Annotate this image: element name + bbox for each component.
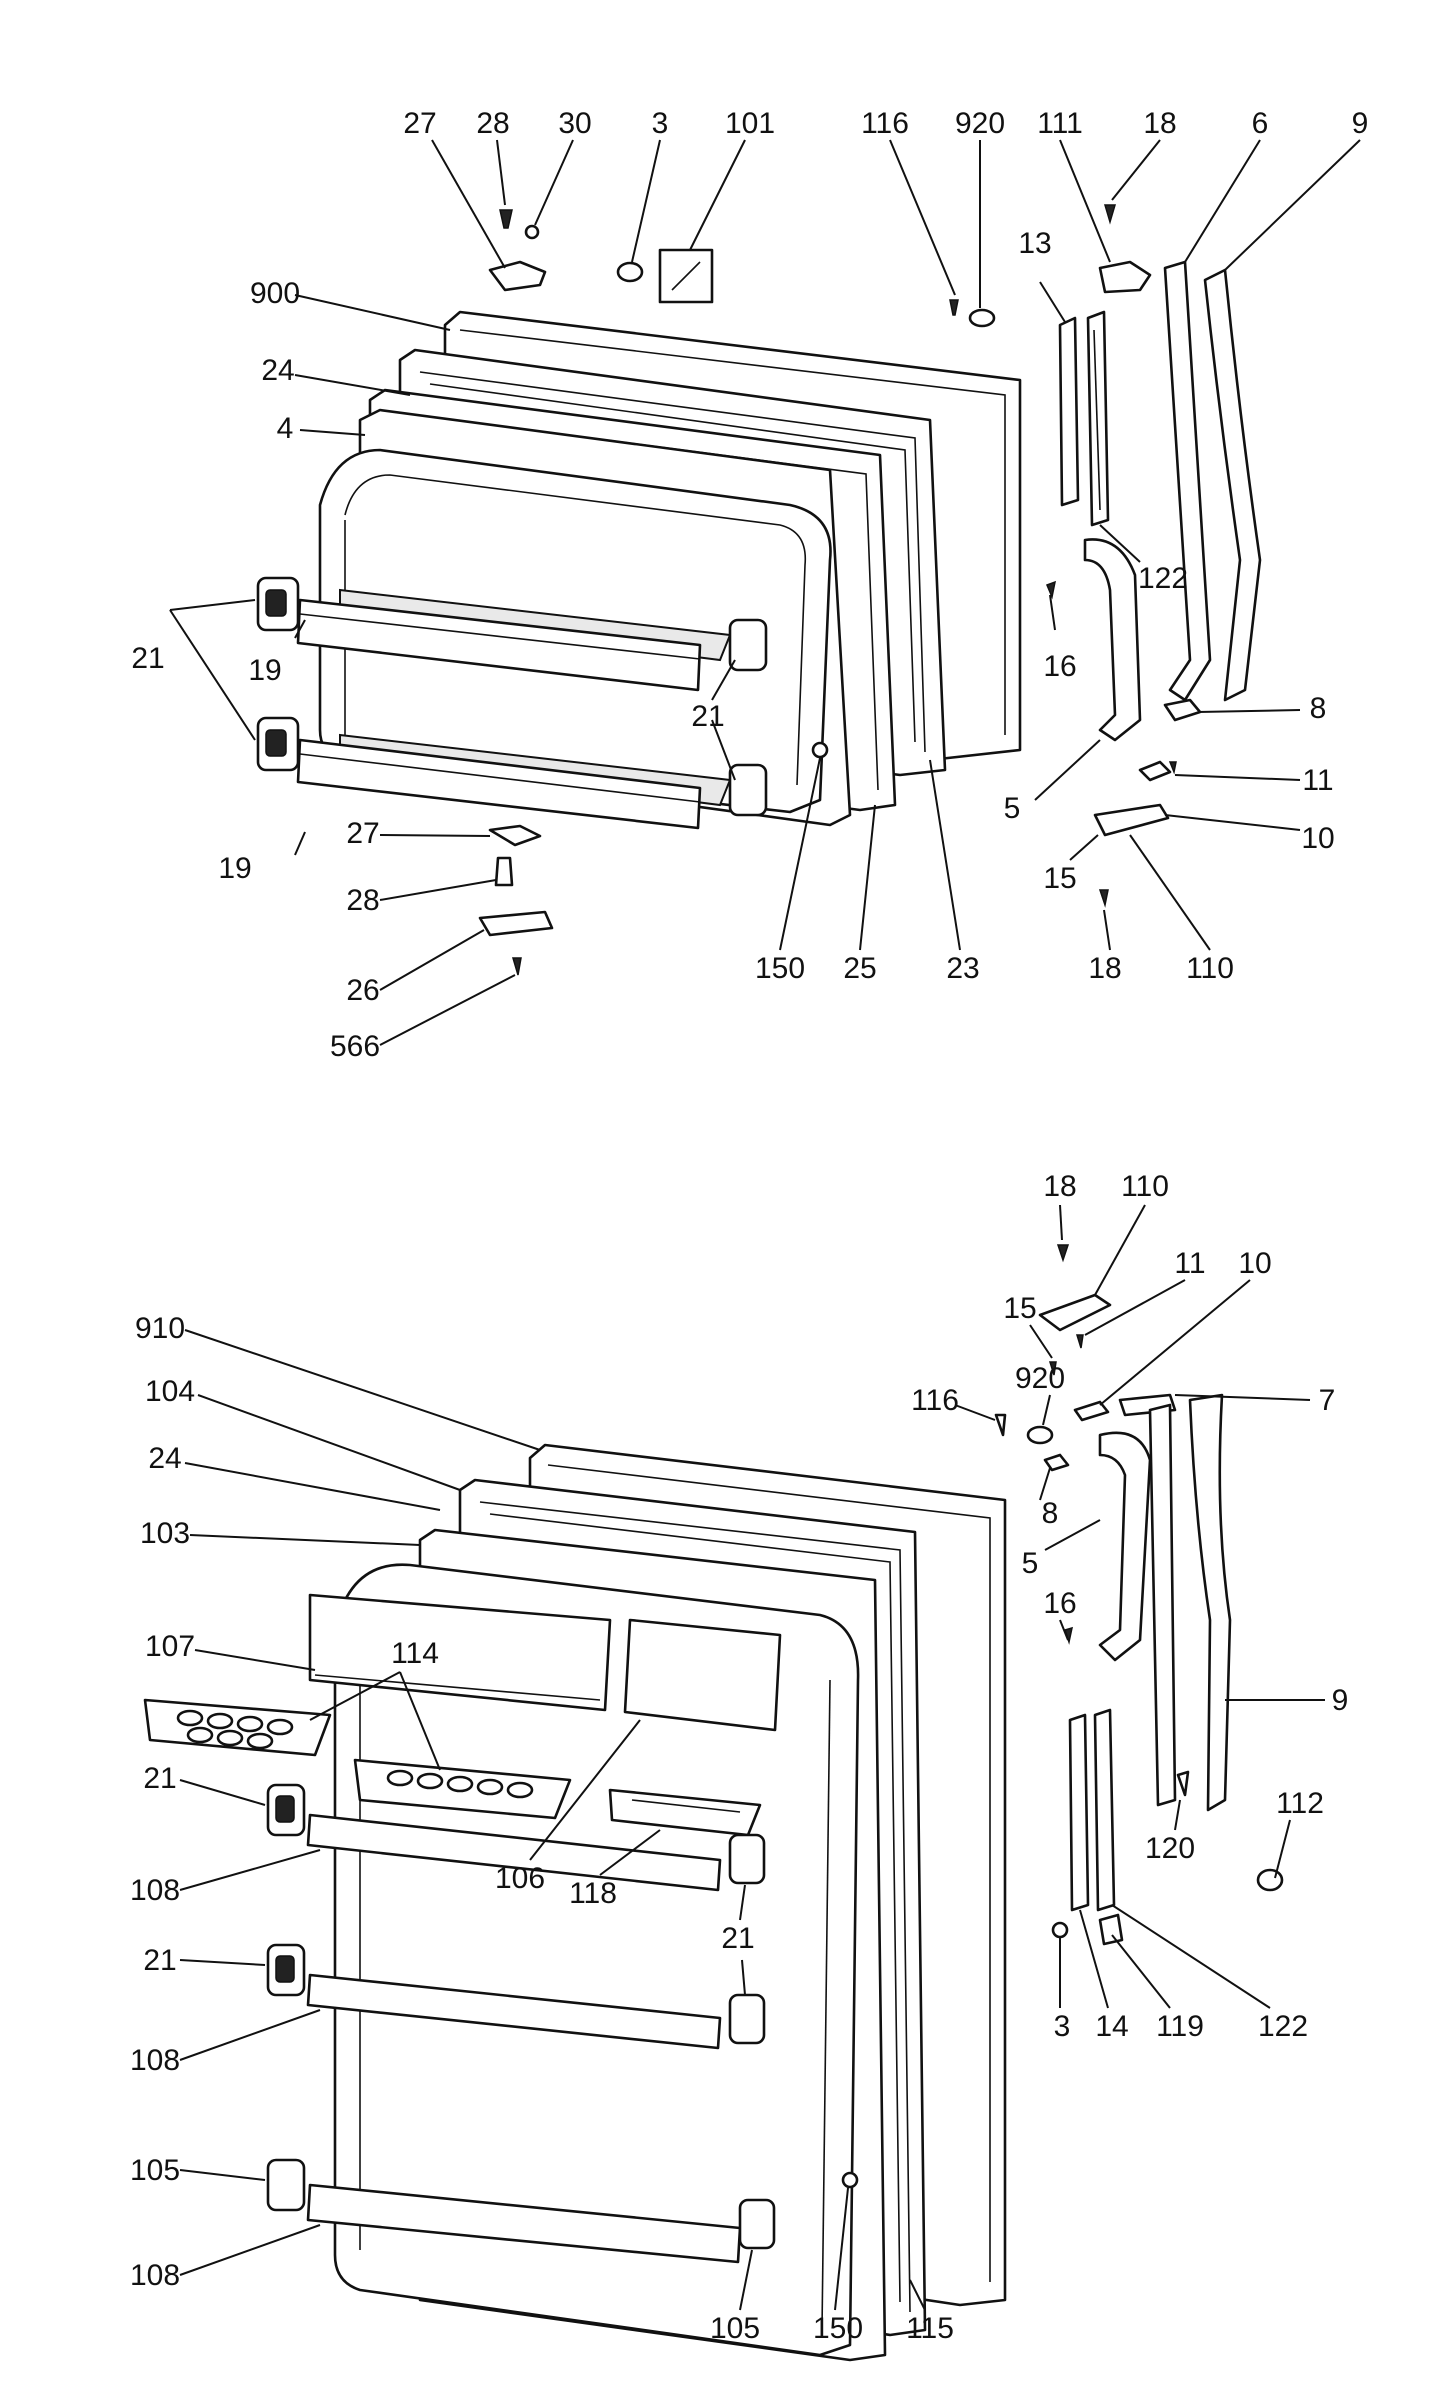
label-27-a: 27 xyxy=(403,107,436,140)
label-10-a: 10 xyxy=(1301,822,1334,855)
label-27-b: 27 xyxy=(346,817,379,850)
label-7: 7 xyxy=(1319,1384,1336,1417)
label-115: 115 xyxy=(906,2312,954,2345)
label-3-b: 3 xyxy=(1054,2010,1071,2043)
label-24-b: 24 xyxy=(148,1442,181,1475)
label-11-a: 11 xyxy=(1302,764,1333,797)
label-18-c: 18 xyxy=(1043,1170,1076,1203)
label-5-b: 5 xyxy=(1022,1547,1039,1580)
top-hinge-small-parts xyxy=(488,209,996,328)
label-9-a: 9 xyxy=(1352,107,1369,140)
label-108-b: 108 xyxy=(130,2044,180,2077)
label-920-a: 920 xyxy=(955,107,1005,140)
label-21-c: 21 xyxy=(143,1762,176,1795)
label-14: 14 xyxy=(1095,2010,1128,2043)
label-16-a: 16 xyxy=(1043,650,1076,683)
bottom-hinge-small-parts xyxy=(478,741,829,976)
label-21-a: 21 xyxy=(131,642,164,675)
label-103: 103 xyxy=(140,1517,190,1550)
label-18-a: 18 xyxy=(1143,107,1176,140)
label-8-b: 8 xyxy=(1042,1497,1059,1530)
label-8-a: 8 xyxy=(1310,692,1327,725)
label-26: 26 xyxy=(346,974,379,1007)
label-23: 23 xyxy=(946,952,979,985)
label-101: 101 xyxy=(725,107,775,140)
label-566: 566 xyxy=(330,1030,380,1063)
door-liner-lower xyxy=(333,1563,860,2357)
label-19-b: 19 xyxy=(218,852,251,885)
door-stop-lower xyxy=(841,2171,859,2189)
label-108-a: 108 xyxy=(130,1874,180,1907)
label-110-a: 110 xyxy=(1186,952,1234,985)
label-108-c: 108 xyxy=(130,2259,180,2292)
label-900: 900 xyxy=(250,277,300,310)
label-15-b: 15 xyxy=(1003,1292,1036,1325)
label-6: 6 xyxy=(1252,107,1269,140)
label-120: 120 xyxy=(1145,1832,1195,1865)
label-4: 4 xyxy=(277,412,294,445)
label-150-a: 150 xyxy=(755,952,805,985)
label-118: 118 xyxy=(569,1877,617,1910)
label-111: 111 xyxy=(1037,107,1083,140)
label-122-b: 122 xyxy=(1258,2010,1308,2043)
callout-labels-upper: 27 28 30 3 101 116 920 111 18 6 9 900 24… xyxy=(131,107,1368,1063)
label-24-a: 24 xyxy=(261,354,294,387)
callout-labels-lower: 18 110 11 10 15 920 116 7 910 104 24 103… xyxy=(130,1170,1348,2345)
label-119: 119 xyxy=(1156,2010,1204,2043)
fresh-food-door-assembly xyxy=(143,1244,1284,2362)
label-25: 25 xyxy=(843,952,876,985)
label-106: 106 xyxy=(495,1862,545,1895)
label-114: 114 xyxy=(391,1637,439,1670)
shelf-end-caps-lower xyxy=(266,1783,776,2250)
label-21-d: 21 xyxy=(721,1922,754,1955)
label-150-b: 150 xyxy=(813,2312,863,2345)
label-18-b: 18 xyxy=(1088,952,1121,985)
label-910: 910 xyxy=(135,1312,185,1345)
label-110-b: 110 xyxy=(1121,1170,1169,1203)
label-5-a: 5 xyxy=(1004,792,1021,825)
label-21-e: 21 xyxy=(143,1944,176,1977)
label-920-b: 920 xyxy=(1015,1362,1065,1395)
label-10-b: 10 xyxy=(1238,1247,1271,1280)
freezer-door-shelf-lower xyxy=(296,733,732,830)
label-105-a: 105 xyxy=(130,2154,180,2187)
door-shelf-1 xyxy=(306,1813,722,1892)
label-3-a: 3 xyxy=(652,107,669,140)
label-19-a: 19 xyxy=(248,654,281,687)
label-104: 104 xyxy=(145,1375,195,1408)
right-hinge-parts xyxy=(1046,204,1262,908)
label-107: 107 xyxy=(145,1630,195,1663)
egg-tray-left xyxy=(143,1698,332,1757)
leader-lines xyxy=(169,139,1361,2311)
shelf-end-caps xyxy=(256,576,768,817)
freezer-door-assembly xyxy=(256,204,1262,976)
right-hinge-parts-lower xyxy=(994,1244,1284,1946)
label-105-b: 105 xyxy=(710,2312,760,2345)
label-30: 30 xyxy=(558,107,591,140)
label-112: 112 xyxy=(1276,1787,1324,1820)
label-116-a: 116 xyxy=(861,107,909,140)
label-15-a: 15 xyxy=(1043,862,1076,895)
dairy-compartment-doors xyxy=(308,1593,782,1732)
door-shelf-3 xyxy=(306,2183,742,2264)
door-shelf-2 xyxy=(306,1973,722,2050)
label-116-b: 116 xyxy=(911,1384,959,1417)
label-9-b: 9 xyxy=(1332,1684,1349,1717)
label-13: 13 xyxy=(1018,227,1051,260)
egg-tray-right xyxy=(353,1758,572,1820)
label-28-a: 28 xyxy=(476,107,509,140)
label-11-b: 11 xyxy=(1174,1247,1205,1280)
label-28-b: 28 xyxy=(346,884,379,917)
label-122-a: 122 xyxy=(1138,562,1188,595)
freezer-door-shelf-upper xyxy=(296,588,732,692)
label-21-b: 21 xyxy=(691,700,724,733)
label-16-b: 16 xyxy=(1043,1587,1076,1620)
